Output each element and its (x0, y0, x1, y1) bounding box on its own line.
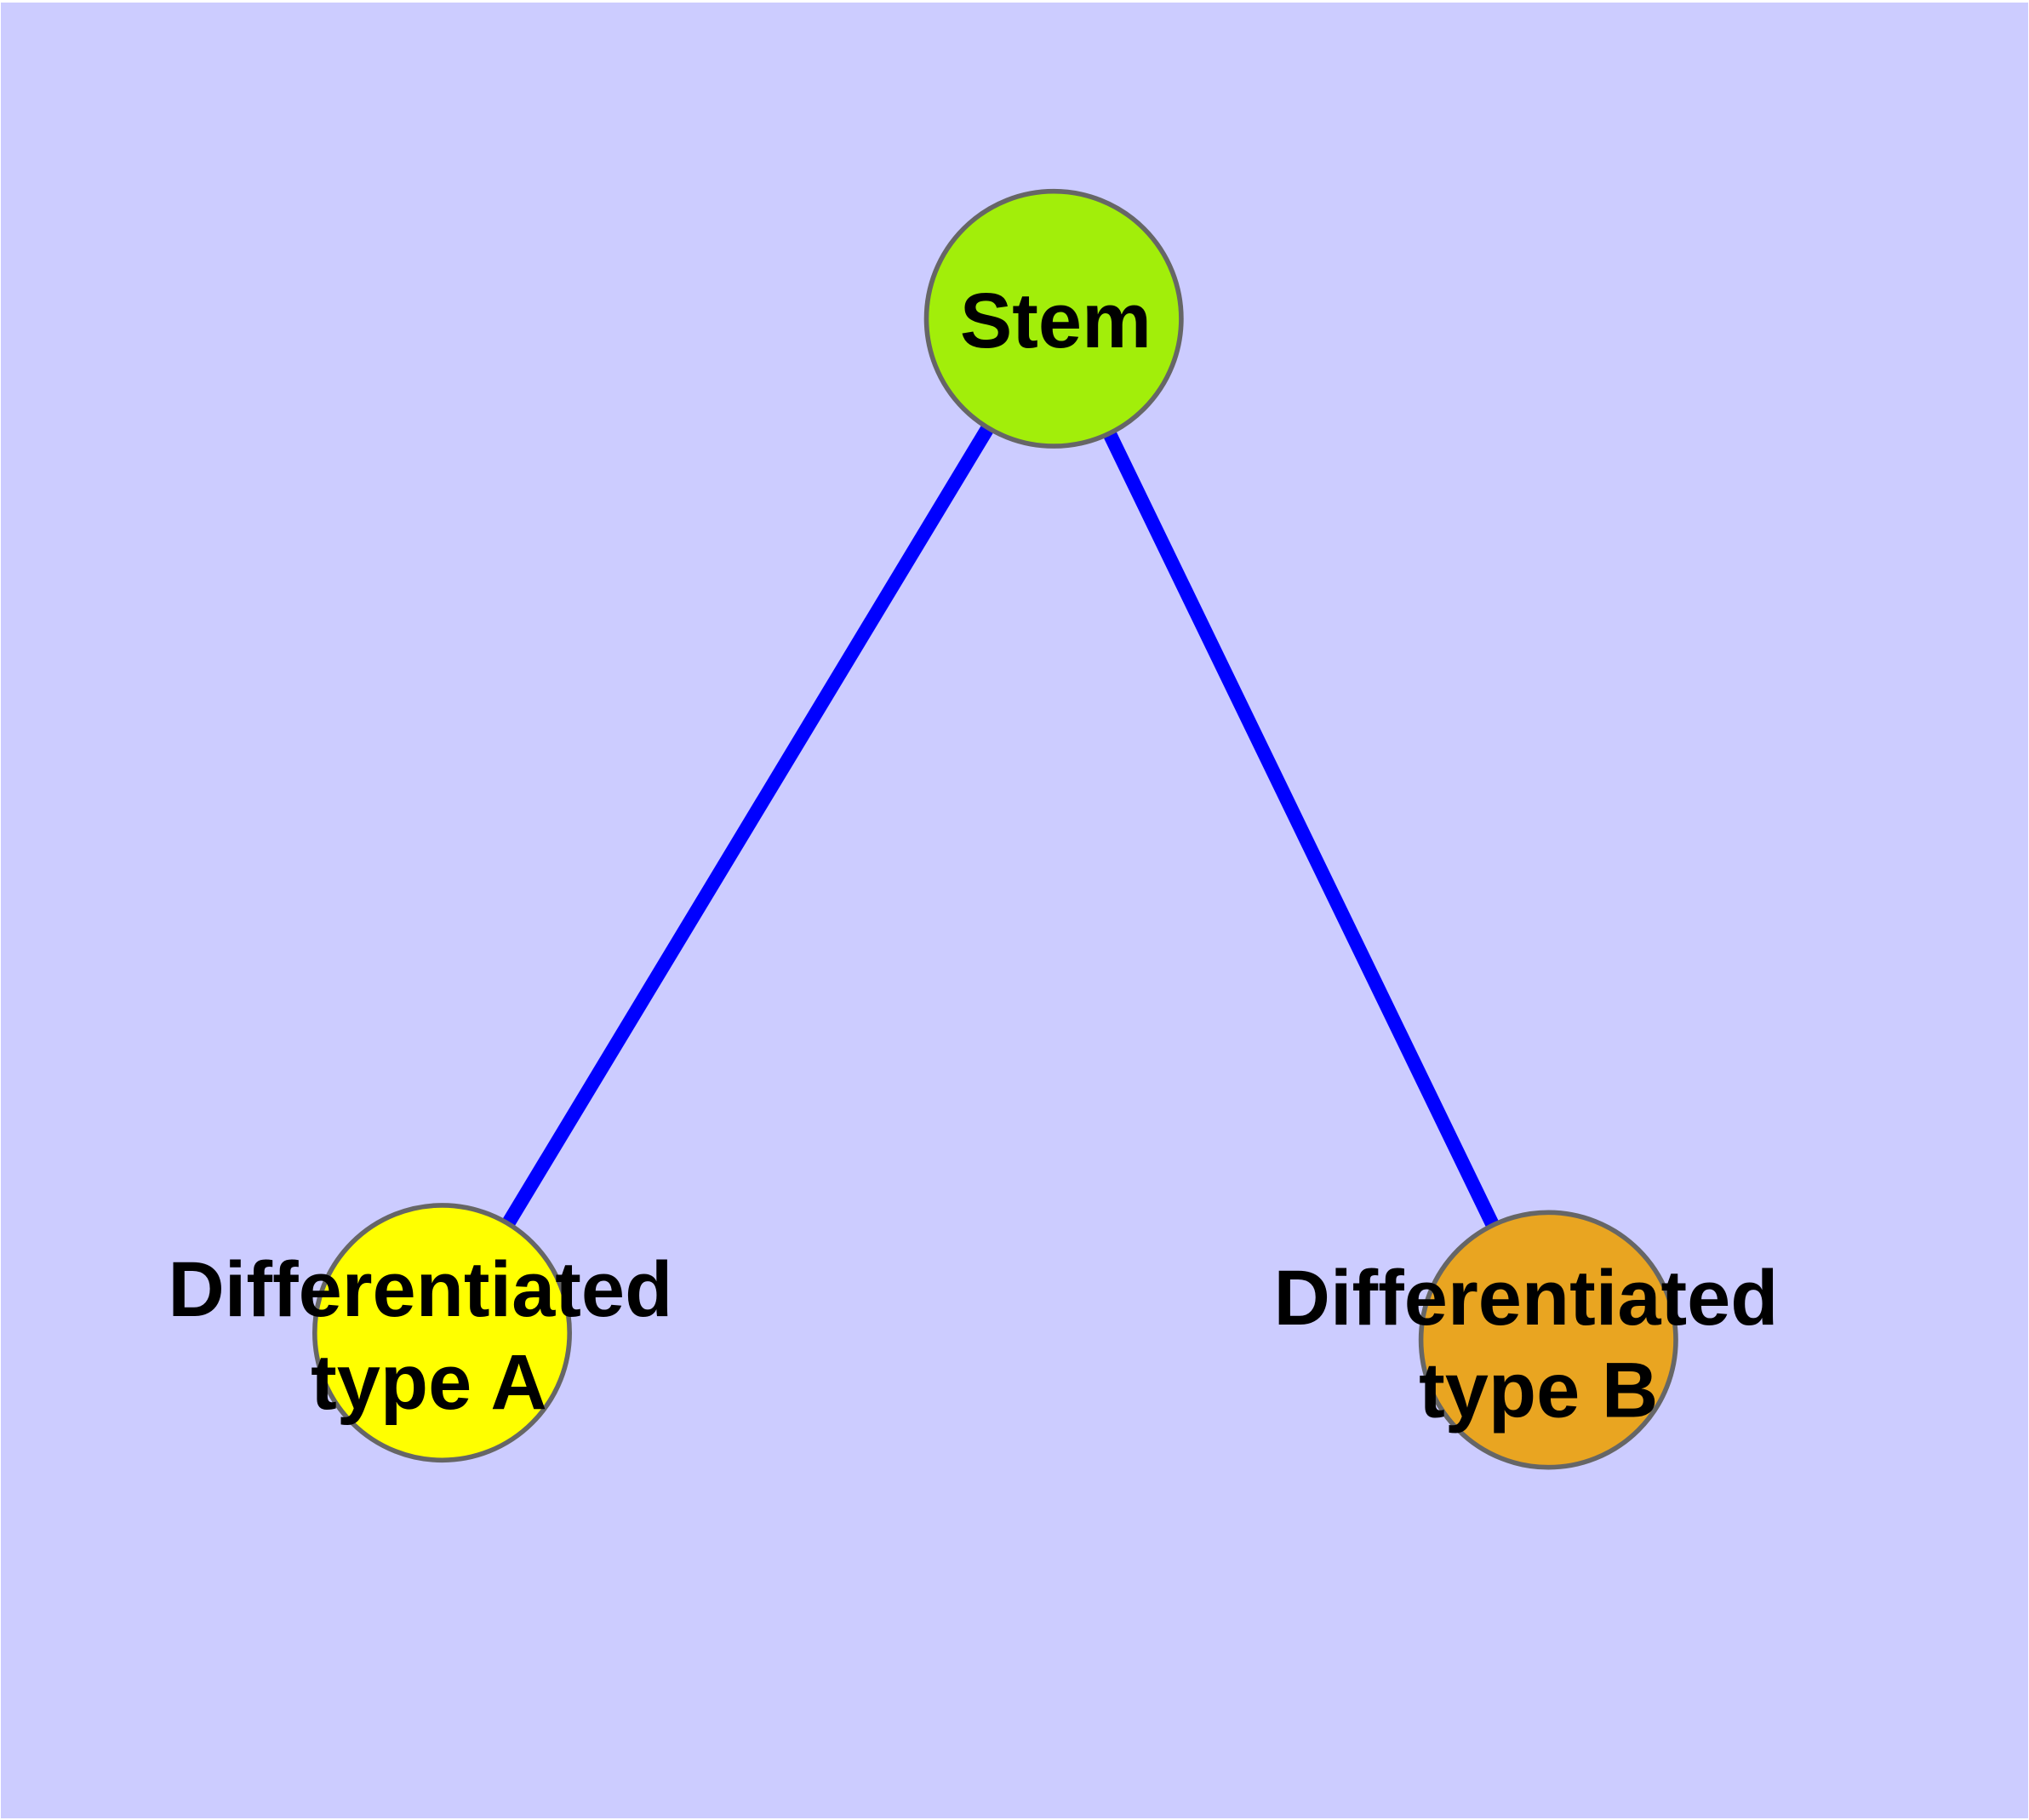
svg-text:Stem: Stem (960, 278, 1152, 364)
